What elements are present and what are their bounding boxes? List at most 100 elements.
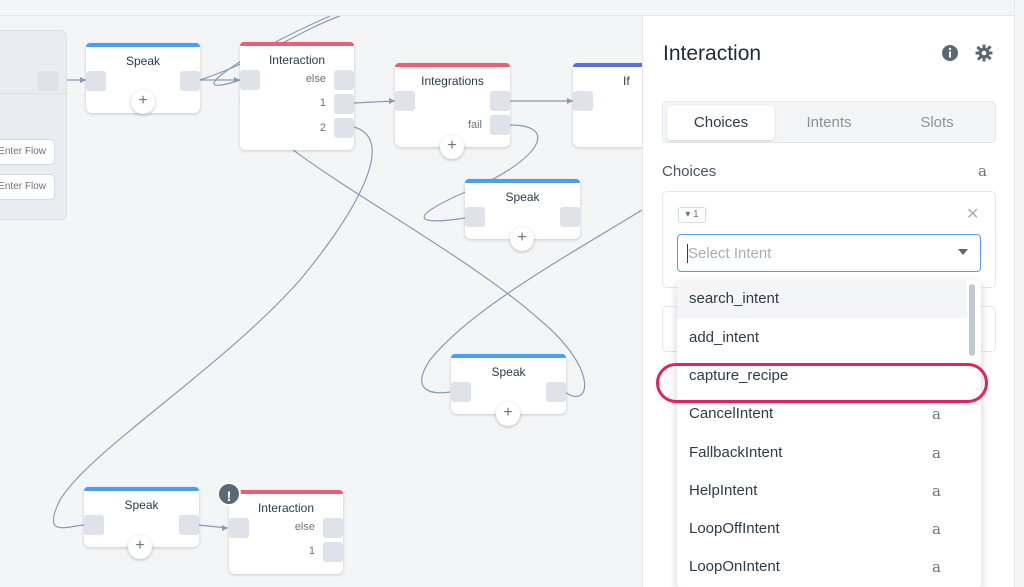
- amazon-icon: a: [932, 444, 941, 462]
- close-icon[interactable]: ✕: [966, 206, 980, 223]
- option-label: capture_recipe: [689, 367, 789, 384]
- block-color-bar: [86, 43, 200, 47]
- block-color-bar: [84, 487, 199, 491]
- dropdown-option[interactable]: add_intent: [677, 319, 967, 357]
- choice-card: ▾ 1 ✕ Select Intent: [662, 191, 996, 288]
- port-label: else: [294, 521, 315, 533]
- panel-scrollbar[interactable]: [1014, 0, 1024, 587]
- option-label: LoopOnIntent: [689, 558, 780, 575]
- block-title: Speak: [124, 498, 159, 512]
- dropdown-scrollbar[interactable]: [969, 284, 975, 356]
- dropdown-option[interactable]: capture_recipe: [677, 357, 967, 395]
- input-port[interactable]: [451, 382, 471, 402]
- input-port[interactable]: [395, 91, 415, 111]
- port-label: 2: [319, 122, 326, 134]
- dropdown-option[interactable]: HelpIntent a: [677, 472, 967, 510]
- amazon-icon: a: [978, 162, 987, 180]
- output-port-1[interactable]: [323, 542, 343, 562]
- output-port[interactable]: [560, 207, 580, 227]
- integrations-block[interactable]: Integrations fail: [395, 63, 510, 147]
- input-port[interactable]: [465, 207, 485, 227]
- block-title: If: [623, 74, 630, 88]
- enter-flow-button[interactable]: Enter Flow: [0, 174, 55, 200]
- add-step-button[interactable]: +: [510, 227, 534, 251]
- add-step-button[interactable]: +: [440, 135, 464, 159]
- top-bar: [0, 0, 1024, 16]
- option-label: CancelIntent: [689, 405, 774, 422]
- block-color-bar: [573, 63, 642, 67]
- tab-slots[interactable]: Slots: [920, 114, 954, 131]
- enter-flow-button[interactable]: Enter Flow: [0, 139, 55, 165]
- input-port[interactable]: [229, 518, 249, 538]
- block-title: Interaction: [268, 53, 326, 67]
- block-color-bar: [465, 179, 580, 183]
- choice-number-badge[interactable]: ▾ 1: [678, 207, 706, 223]
- output-port-2[interactable]: [334, 118, 354, 138]
- input-port[interactable]: [573, 91, 593, 111]
- input-port[interactable]: [240, 70, 260, 90]
- info-icon[interactable]: [941, 44, 959, 62]
- dropdown-option[interactable]: LoopOnIntent a: [677, 548, 967, 586]
- amazon-icon: a: [932, 482, 941, 500]
- option-label: FallbackIntent: [689, 444, 783, 461]
- interaction-block[interactable]: Interaction else 1: [229, 490, 343, 574]
- block-title: Speak: [491, 365, 526, 379]
- interaction-block[interactable]: Interaction else 1 2: [240, 42, 354, 150]
- option-label: HelpIntent: [689, 482, 758, 499]
- gear-icon[interactable]: [975, 44, 993, 62]
- interaction-editor-panel: Interaction Choices Intents Slots Choice…: [642, 16, 1014, 587]
- option-label: search_intent: [689, 290, 780, 307]
- block-title: Speak: [125, 54, 161, 68]
- block-color-bar: [229, 490, 343, 494]
- intent-dropdown-menu: search_intent add_intent capture_recipe …: [677, 280, 981, 587]
- warning-icon[interactable]: !: [217, 482, 241, 506]
- output-port-else[interactable]: [334, 70, 354, 90]
- output-port[interactable]: [180, 71, 200, 91]
- option-label: LoopOffIntent: [689, 520, 780, 537]
- amazon-icon: a: [932, 520, 941, 538]
- flow-canvas[interactable]: Enter Flow Enter Flow Speak + Interactio…: [0, 0, 642, 587]
- port-label: 1: [319, 97, 326, 109]
- add-step-button[interactable]: +: [131, 90, 155, 114]
- add-step-button[interactable]: +: [496, 402, 520, 426]
- output-port-fail[interactable]: [490, 115, 510, 135]
- input-port[interactable]: [84, 515, 104, 535]
- tab-choices[interactable]: Choices: [667, 106, 775, 140]
- dropdown-option[interactable]: CancelIntent a: [677, 395, 967, 433]
- highlight-annotation: [656, 363, 988, 403]
- port-label: fail: [467, 119, 482, 131]
- dropdown-option[interactable]: search_intent: [677, 280, 967, 318]
- select-intent-dropdown[interactable]: Select Intent: [677, 234, 981, 272]
- output-port-else[interactable]: [323, 518, 343, 538]
- block-color-bar: [395, 63, 510, 67]
- dropdown-option[interactable]: LoopOffIntent a: [677, 510, 967, 548]
- flow-output-port[interactable]: [37, 71, 59, 91]
- tab-intents[interactable]: Intents: [806, 114, 852, 131]
- input-port[interactable]: [86, 71, 106, 91]
- text-cursor: [687, 244, 688, 263]
- dropdown-option[interactable]: FallbackIntent a: [677, 434, 967, 472]
- flow-group: Enter Flow Enter Flow: [0, 30, 68, 220]
- output-port[interactable]: [546, 382, 566, 402]
- choices-section-label: Choices: [662, 163, 717, 180]
- block-title: Interaction: [257, 501, 315, 515]
- connection-wires: [52, 15, 642, 531]
- select-placeholder: Select Intent: [688, 245, 772, 262]
- option-label: add_intent: [689, 329, 760, 346]
- amazon-icon: a: [932, 405, 941, 423]
- panel-tabs: Choices Intents Slots: [662, 101, 996, 143]
- output-port-1[interactable]: [334, 94, 354, 114]
- port-label: 1: [308, 545, 315, 557]
- speak-block[interactable]: Speak: [451, 354, 566, 414]
- panel-title: Interaction: [663, 42, 762, 65]
- output-port[interactable]: [179, 515, 199, 535]
- choice-number: 1: [693, 209, 699, 220]
- block-title: Integrations: [421, 74, 484, 88]
- block-color-bar: [451, 354, 566, 358]
- output-port[interactable]: [490, 91, 510, 111]
- port-label: else: [305, 73, 326, 85]
- if-block[interactable]: If: [573, 63, 642, 147]
- block-color-bar: [240, 42, 354, 46]
- amazon-icon: a: [932, 558, 941, 576]
- add-step-button[interactable]: +: [128, 535, 152, 559]
